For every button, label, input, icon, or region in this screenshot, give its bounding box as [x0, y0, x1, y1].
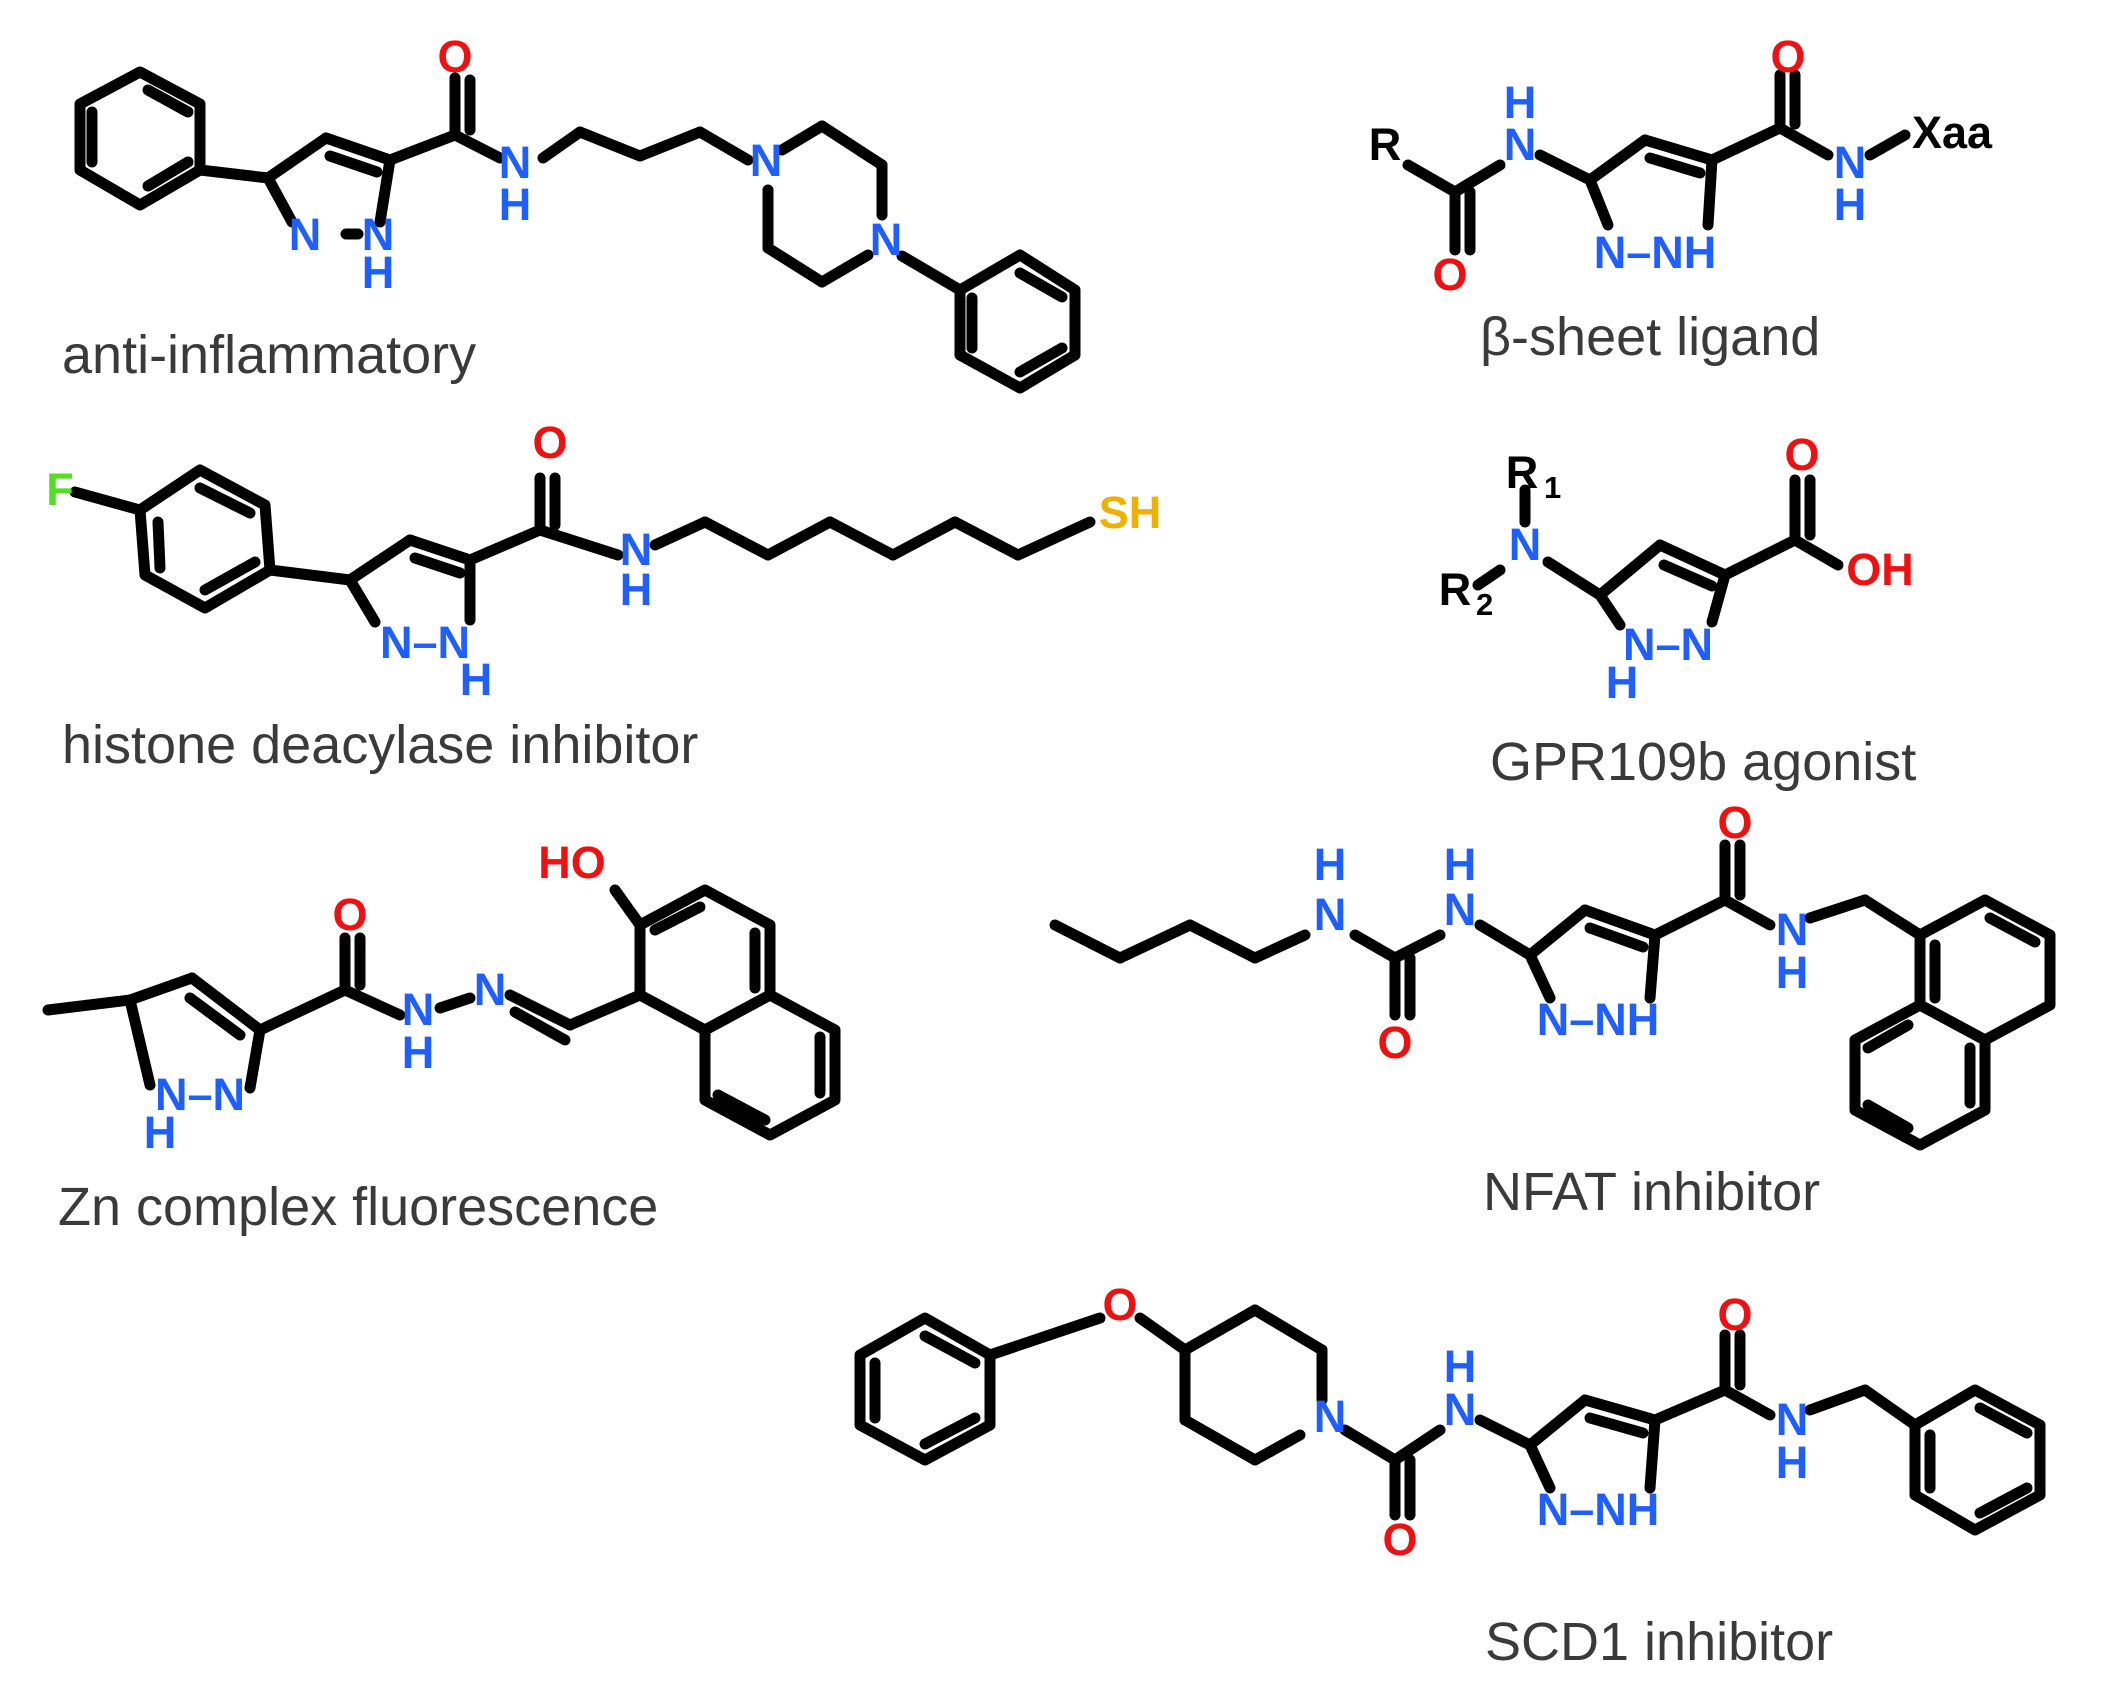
bonds-beta-sheet-ligand — [1402, 69, 1911, 256]
atom-label: R — [1439, 564, 1472, 615]
atom-label: N — [402, 984, 435, 1035]
atom-label: N — [362, 209, 395, 260]
molecule-nfat-inhibitor: H N H N O O N H N–NH NFAT inhibitor — [1049, 797, 2056, 1222]
atom-label: H — [1444, 839, 1477, 890]
atom-label: N — [1444, 1384, 1477, 1435]
atom-label: N — [1314, 889, 1347, 940]
atom-label: N–N — [380, 617, 470, 668]
bonds-anti-inflammatory — [74, 66, 1081, 394]
atom-label: H — [460, 654, 493, 705]
molecule-scd1-inhibitor: O N H N O O N H N–NH SCD1 inhibitor — [854, 1279, 2046, 1672]
atom-label: N — [1314, 1391, 1347, 1442]
atom-label: R — [1506, 447, 1539, 498]
atom-label: O — [437, 31, 472, 82]
atom-label: H — [1444, 1341, 1477, 1392]
atom-subscript: 1 — [1544, 470, 1561, 505]
atom-label: N–NH — [1594, 227, 1717, 278]
caption-histone-deacylase-inhibitor: histone deacylase inhibitor — [62, 715, 698, 775]
atom-label: N — [1509, 519, 1542, 570]
atom-label: R — [1369, 119, 1402, 170]
caption-nfat-inhibitor: NFAT inhibitor — [1483, 1162, 1820, 1222]
atom-label: N — [1776, 904, 1809, 955]
atom-label: H — [1504, 77, 1537, 128]
atom-label: OH — [1846, 544, 1914, 595]
atom-label: H — [1314, 839, 1347, 890]
atom-label: F — [46, 464, 74, 515]
atom-label: O — [1432, 249, 1467, 300]
atom-label: HO — [538, 837, 606, 888]
bonds-nfat-inhibitor — [1049, 839, 2056, 1151]
atom-label: SH — [1099, 487, 1162, 538]
atom-label: H — [1834, 179, 1867, 230]
atom-label: N — [474, 964, 507, 1015]
atom-label: H — [362, 247, 395, 298]
atom-label: N — [1776, 1394, 1809, 1445]
atom-label: Xaa — [1912, 107, 1993, 158]
atom-label: N — [1834, 137, 1867, 188]
molecule-gpr109b-agonist: R 1 N R 2 O OH N–N H GPR109b agonist — [1439, 429, 1917, 792]
atom-label: N–N — [155, 1069, 245, 1120]
bonds-histone-deacylase-inhibitor — [69, 464, 1096, 628]
atom-label: O — [332, 889, 367, 940]
bonds-gpr109b-agonist — [1472, 474, 1844, 631]
atom-label: O — [1377, 1017, 1412, 1068]
caption-zn-complex-fluorescence: Zn complex fluorescence — [58, 1177, 658, 1237]
atom-label: H — [620, 564, 653, 615]
molecule-anti-inflammatory: O N H N N N N H anti-inflammatory — [62, 31, 1081, 394]
atom-label: O — [1784, 429, 1819, 480]
molecule-histone-deacylase-inhibitor: F O N H SH N–N H histone deacylase inhib… — [46, 417, 1161, 775]
atom-label: N–NH — [1537, 994, 1660, 1045]
caption-gpr109b-agonist: GPR109b agonist — [1490, 732, 1916, 792]
atom-label: N — [1444, 884, 1477, 935]
atom-label: H — [144, 1107, 177, 1158]
atom-label: N — [750, 135, 783, 186]
atom-subscript: 2 — [1476, 587, 1493, 622]
caption-scd1-inhibitor: SCD1 inhibitor — [1485, 1612, 1833, 1672]
atom-label: H — [1776, 1437, 1809, 1488]
atom-label: H — [1776, 947, 1809, 998]
bonds-scd1-inhibitor — [854, 1304, 2046, 1536]
atom-label: H — [499, 179, 532, 230]
molecule-beta-sheet-ligand: R H N O O N H Xaa N–NH β-sheet ligand — [1369, 31, 1993, 367]
atom-label: N–NH — [1537, 1484, 1660, 1535]
atom-label: O — [1717, 1289, 1752, 1340]
atom-label: H — [1606, 657, 1639, 708]
atom-label: O — [1770, 31, 1805, 82]
bonds-zn-complex-fluorescence — [42, 884, 841, 1141]
atom-label: O — [532, 417, 567, 468]
caption-anti-inflammatory: anti-inflammatory — [62, 325, 476, 385]
atom-label: O — [1102, 1279, 1137, 1330]
atom-label: H — [402, 1027, 435, 1078]
atom-label: O — [1717, 797, 1752, 848]
atom-label: N — [289, 209, 322, 260]
atom-label: N — [499, 137, 532, 188]
atom-label: N — [620, 524, 653, 575]
atom-label: N — [870, 214, 903, 265]
caption-beta-sheet-ligand: β-sheet ligand — [1480, 307, 1820, 367]
atom-label: O — [1382, 1514, 1417, 1565]
molecule-zn-complex-fluorescence: HO O N N H N–N H Zn complex fluorescence — [42, 837, 841, 1237]
atom-label: N — [1504, 119, 1537, 170]
atom-label: N–N — [1623, 619, 1713, 670]
